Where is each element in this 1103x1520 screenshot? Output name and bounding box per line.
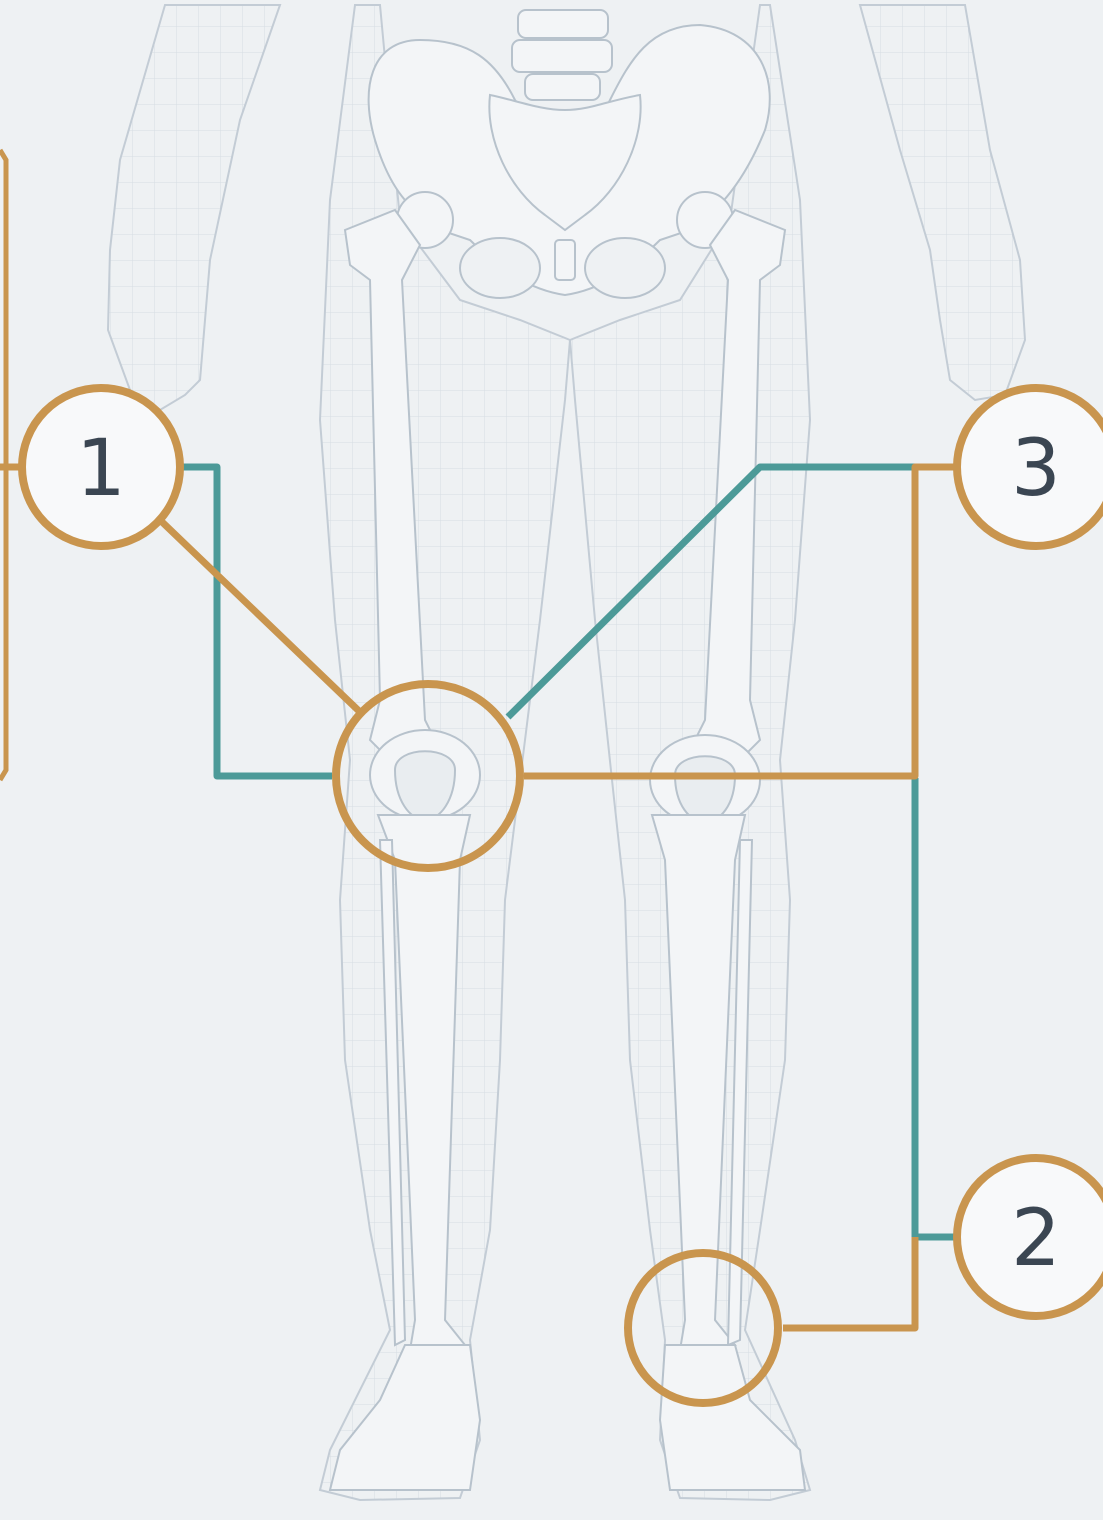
callout-3[interactable]: 3 (957, 388, 1103, 546)
callout-2-number: 2 (1011, 1194, 1061, 1284)
lumbar-vertebra-1 (518, 10, 608, 38)
callout-1-number: 1 (76, 424, 126, 514)
teal-line-callout-2 (915, 778, 958, 1237)
callout-2[interactable]: 2 (957, 1158, 1103, 1316)
lumbar-vertebra-3 (525, 74, 600, 100)
right-obturator (585, 238, 665, 298)
teal-connectors (182, 467, 958, 1237)
skeleton (330, 10, 805, 1490)
pubic-symphysis (555, 240, 575, 280)
teal-line-callout-1 (182, 467, 332, 776)
left-obturator (460, 238, 540, 298)
orange-line-callout-2 (783, 1237, 915, 1328)
callout-3-number: 3 (1011, 424, 1061, 514)
lumbar-vertebra-2 (512, 40, 612, 72)
callout-1[interactable]: 1 (22, 388, 180, 546)
left-arm (108, 5, 280, 410)
right-arm (860, 5, 1025, 400)
